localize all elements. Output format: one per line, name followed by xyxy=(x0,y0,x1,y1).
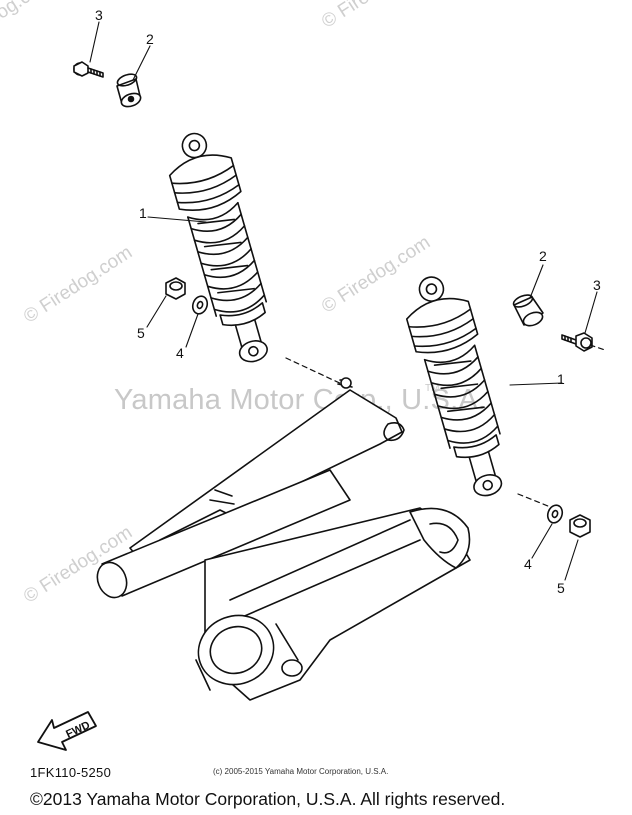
bolt-part-3-top xyxy=(73,61,104,78)
callout-2-right: 2 xyxy=(539,248,547,264)
nut-part-5-right xyxy=(569,514,591,538)
footer-copyright: ©2013 Yamaha Motor Corporation, U.S.A. A… xyxy=(30,789,506,809)
fwd-arrow-icon xyxy=(37,711,97,751)
small-copyright: (c) 2005-2015 Yamaha Motor Corporation, … xyxy=(213,767,389,776)
callout-2-top: 2 xyxy=(146,31,154,47)
bushing-part-2-right xyxy=(512,294,544,327)
washer-part-4-right xyxy=(546,504,564,524)
callout-4-right: 4 xyxy=(524,556,532,572)
callout-1-right: 1 xyxy=(557,371,565,387)
callout-5-left: 5 xyxy=(137,325,145,341)
watermark-yamaha: Yamaha Motor Corp., U.S.A. xyxy=(114,384,487,416)
bushing-part-2-top xyxy=(116,73,142,108)
nut-part-5-left xyxy=(165,277,186,300)
callout-3-top: 3 xyxy=(95,7,103,23)
shock-absorber-right xyxy=(405,276,503,497)
callout-1-left: 1 xyxy=(139,205,147,221)
callout-3-right: 3 xyxy=(593,277,601,293)
diagram-part-code: 1FK110-5250 xyxy=(30,765,112,780)
shock-absorber-left xyxy=(168,132,268,363)
callout-5-right: 5 xyxy=(557,580,565,596)
swingarm xyxy=(96,377,471,701)
washer-part-4-left xyxy=(191,295,209,315)
callout-4-left: 4 xyxy=(176,345,184,361)
bolt-part-3-right xyxy=(561,332,593,352)
